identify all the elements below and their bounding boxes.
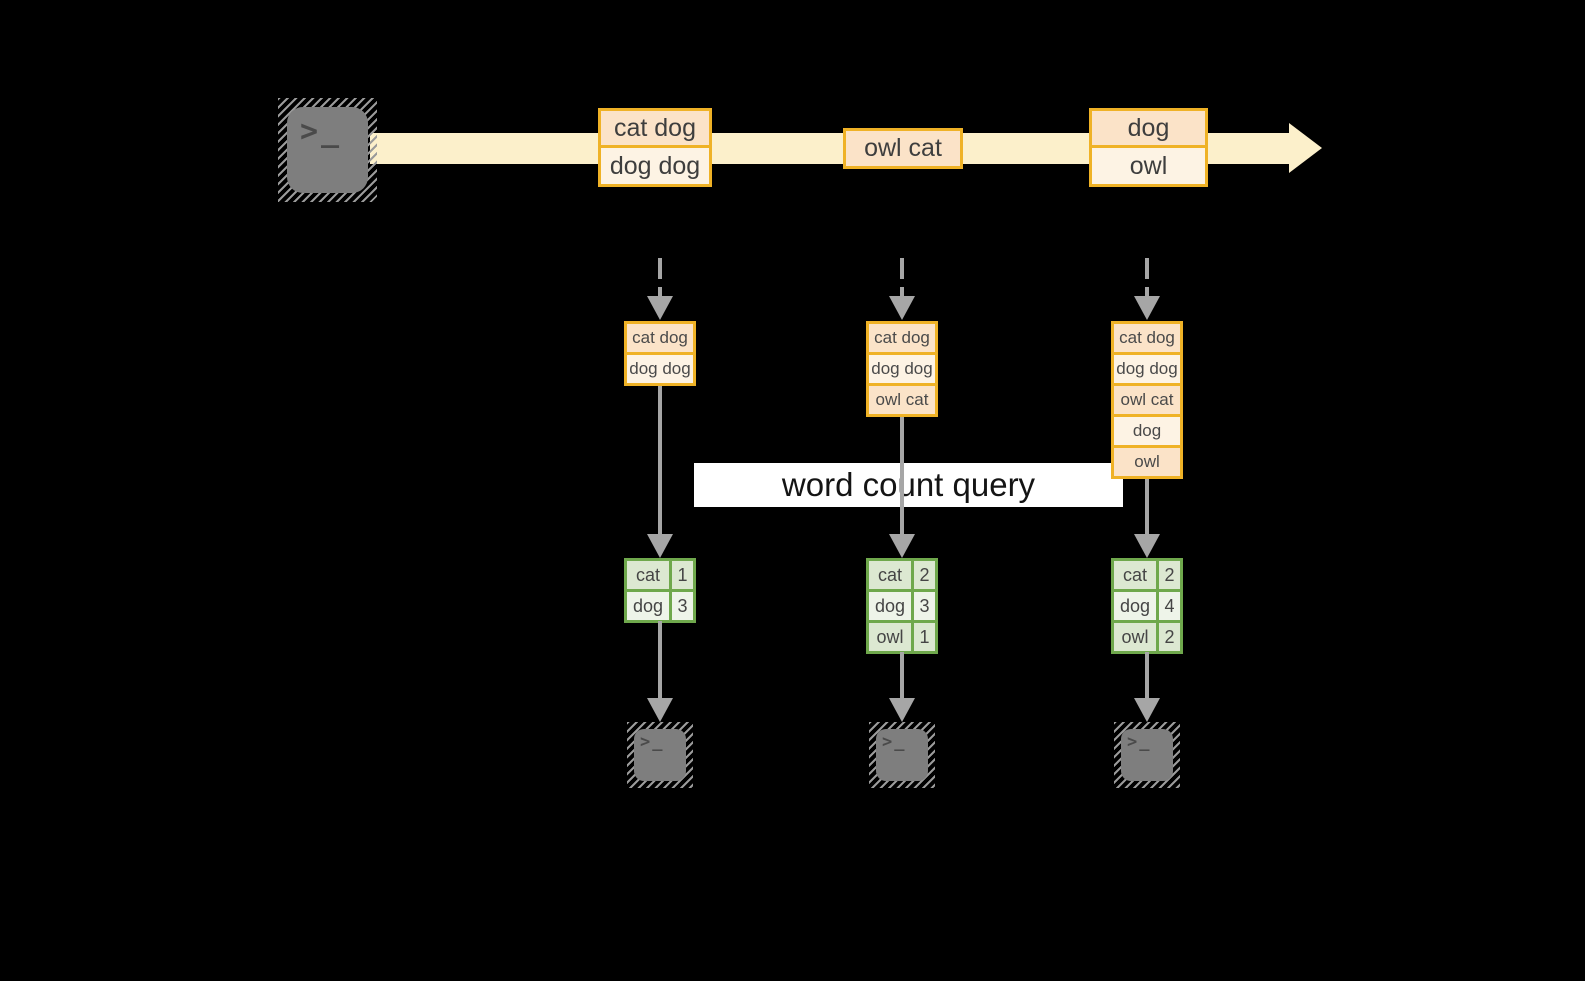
count-word-cell: owl [869, 623, 911, 651]
count-word-cell: dog [869, 592, 911, 620]
query-arrow-line [1145, 477, 1149, 534]
stream-event: owl [1089, 145, 1208, 187]
count-value-cell: 2 [1159, 561, 1180, 589]
count-word-cell: cat [627, 561, 669, 589]
count-word-cell: cat [1114, 561, 1156, 589]
snapshot-row: cat dog [866, 321, 938, 355]
terminal-screen [634, 729, 686, 781]
terminal-prompt-icon: >_ [1127, 732, 1152, 752]
output-terminal-icon: >_ [627, 722, 693, 788]
count-word-cell: dog [627, 592, 669, 620]
output-arrow-head-icon [1134, 698, 1160, 722]
query-arrow-head-icon [647, 534, 673, 558]
terminal-screen [876, 729, 928, 781]
snapshot-row: cat dog [1111, 321, 1183, 355]
query-arrow-head-icon [889, 534, 915, 558]
count-value-cell: 3 [914, 592, 935, 620]
count-table: cat 2 dog 3 owl 1 [866, 558, 938, 654]
stream-arrow-head-icon [1289, 123, 1322, 173]
snapshot-row: owl [1111, 445, 1183, 479]
trigger-arrow-head-icon [889, 296, 915, 320]
output-arrow-head-icon [647, 698, 673, 722]
count-table: cat 1 dog 3 [624, 558, 696, 623]
count-word-cell: owl [1114, 623, 1156, 651]
stream-event: dog dog [598, 145, 712, 187]
count-value-cell: 2 [1159, 623, 1180, 651]
terminal-prompt-icon: >_ [640, 732, 665, 752]
output-arrow-line [900, 652, 904, 700]
snapshot-row: owl cat [1111, 383, 1183, 417]
count-value-cell: 3 [672, 592, 693, 620]
count-table: cat 2 dog 4 owl 2 [1111, 558, 1183, 654]
count-word-cell: cat [869, 561, 911, 589]
output-terminal-icon: >_ [869, 722, 935, 788]
trigger-arrow-head-icon [647, 296, 673, 320]
snapshot-row: cat dog [624, 321, 696, 355]
count-word-cell: dog [1114, 592, 1156, 620]
count-value-cell: 1 [672, 561, 693, 589]
terminal-screen [1121, 729, 1173, 781]
word-count-query-label: word count query [694, 463, 1123, 507]
terminal-screen [287, 107, 368, 193]
stream-event: owl cat [843, 128, 963, 169]
trigger-arrow-dash [900, 258, 904, 298]
stream-event: dog [1089, 108, 1208, 148]
output-terminal-icon: >_ [1114, 722, 1180, 788]
count-value-cell: 4 [1159, 592, 1180, 620]
count-value-cell: 2 [914, 561, 935, 589]
snapshot-row: owl cat [866, 383, 938, 417]
source-terminal-icon: >_ [278, 98, 377, 202]
terminal-prompt-icon: >_ [882, 732, 907, 752]
snapshot-row: dog [1111, 414, 1183, 448]
count-value-cell: 1 [914, 623, 935, 651]
output-arrow-line [1145, 652, 1149, 700]
query-arrow-line [900, 415, 904, 534]
snapshot-row: dog dog [866, 352, 938, 386]
output-arrow-head-icon [889, 698, 915, 722]
query-arrow-head-icon [1134, 534, 1160, 558]
snapshot-row: dog dog [1111, 352, 1183, 386]
query-arrow-line [658, 384, 662, 534]
output-arrow-line [658, 621, 662, 700]
stream-event: cat dog [598, 108, 712, 148]
trigger-arrow-head-icon [1134, 296, 1160, 320]
trigger-arrow-dash [658, 258, 662, 298]
snapshot-row: dog dog [624, 352, 696, 386]
terminal-prompt-icon: >_ [300, 114, 343, 149]
trigger-arrow-dash [1145, 258, 1149, 298]
